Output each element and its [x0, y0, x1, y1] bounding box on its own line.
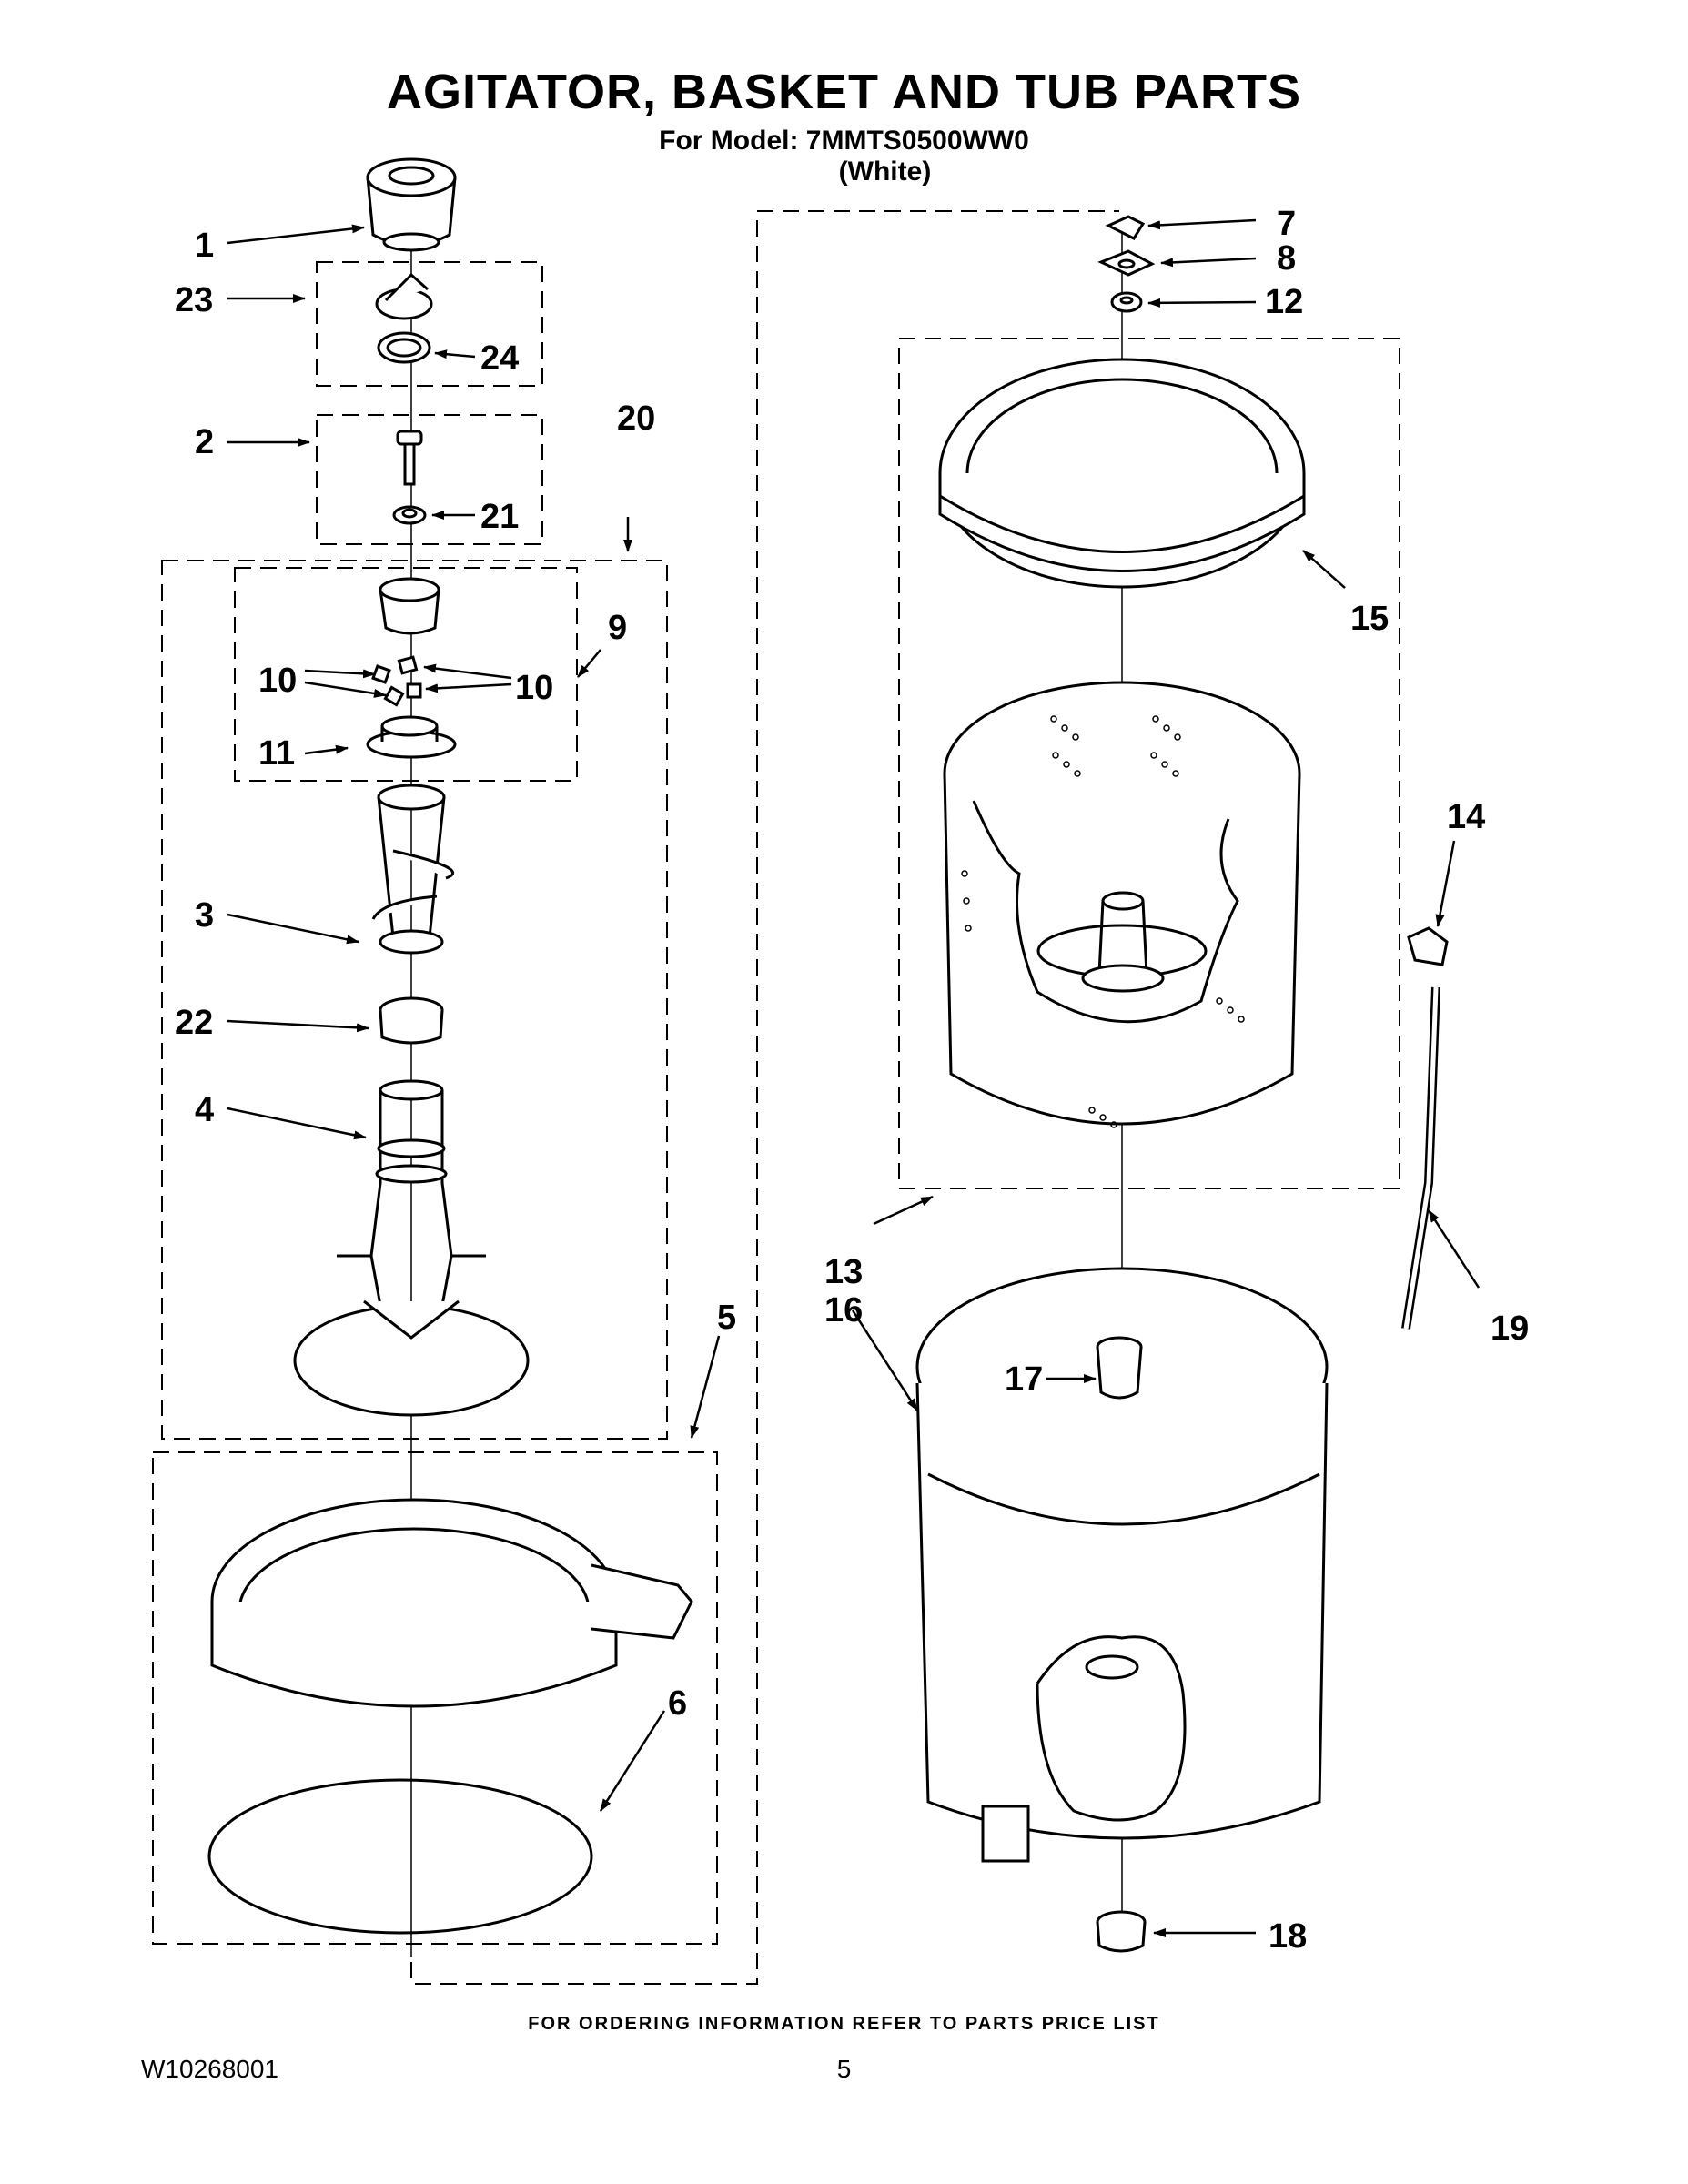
part-7-clip-icon: [1105, 215, 1146, 240]
color-line: (White): [838, 157, 932, 187]
group-box-20: [161, 560, 668, 1440]
model-line: For Model: 7MMTS0500WW0: [659, 126, 1029, 156]
callout-18: 18: [1269, 1917, 1307, 1956]
callout-23: 23: [175, 281, 213, 319]
callout-10-right: 10: [515, 669, 553, 707]
part-1-dispenser-icon: [366, 157, 457, 252]
part-18-seal-icon: [1096, 1910, 1147, 1953]
callout-21: 21: [480, 498, 519, 536]
part-9-cam-icon: [379, 577, 440, 635]
part-22-coupler-icon: [379, 996, 444, 1045]
callout-3: 3: [195, 896, 214, 935]
part-3-agitator-barrel-icon: [371, 784, 455, 955]
callout-5: 5: [717, 1299, 736, 1337]
group-box-23: [316, 261, 543, 387]
callout-20: 20: [617, 399, 655, 438]
part-2-bolt-icon: [396, 430, 423, 486]
callout-24: 24: [480, 339, 519, 378]
part-23-cap-icon: [375, 272, 433, 320]
callout-7: 7: [1277, 205, 1296, 243]
group-box-5: [152, 1451, 718, 1945]
callout-2: 2: [195, 423, 214, 461]
part-24-ring-icon: [377, 331, 431, 364]
page-number: 5: [836, 2055, 852, 2083]
diagram-title: AGITATOR, BASKET AND TUB PARTS: [387, 65, 1301, 119]
part-12-nut-icon: [1110, 291, 1143, 313]
part-6-tub-ring-icon: [207, 1498, 693, 1935]
part-11-retainer-icon: [366, 715, 457, 759]
callout-14: 14: [1447, 798, 1485, 836]
group-box-9: [234, 567, 578, 782]
callout-15: 15: [1350, 600, 1389, 638]
callout-8: 8: [1277, 239, 1296, 278]
callout-17: 17: [1005, 1360, 1043, 1399]
callout-9: 9: [608, 609, 627, 647]
part-8-gasket-icon: [1097, 249, 1156, 277]
callout-13: 13: [824, 1253, 863, 1291]
callout-12: 12: [1265, 283, 1303, 321]
callout-4: 4: [195, 1091, 214, 1129]
part-16-outer-tub-icon: [915, 1267, 1329, 1863]
part-14-bracket-icon: [1407, 926, 1449, 966]
callout-16: 16: [824, 1291, 863, 1330]
callout-1: 1: [195, 227, 214, 265]
callout-6: 6: [668, 1684, 687, 1723]
part-17-drive-block-icon: [1096, 1336, 1143, 1400]
document-code: W10268001: [141, 2055, 279, 2083]
callout-labels: 1 23 24 2 21 20 9 10 10 11 3 22 4 5 6 7 …: [175, 205, 1529, 1956]
ordering-info-note: FOR ORDERING INFORMATION REFER TO PARTS …: [528, 2014, 1160, 2034]
part-4-agitator-base-icon: [293, 1079, 530, 1417]
part-19-hose-icon: [1401, 986, 1440, 1330]
part-15-balance-ring-icon: [938, 358, 1306, 589]
part-13-basket-icon: [943, 681, 1301, 1126]
part-10-dog-icons: [371, 655, 422, 707]
assembly-connector-line: [410, 210, 1119, 1985]
basket-perforations-icon: [961, 715, 1245, 1128]
callout-19: 19: [1491, 1309, 1529, 1348]
group-box-13: [898, 338, 1400, 1189]
callout-11: 11: [258, 734, 295, 773]
callout-22: 22: [175, 1004, 213, 1042]
group-box-2: [316, 414, 543, 545]
part-21-washer-icon: [392, 505, 427, 525]
callout-10-left: 10: [258, 662, 297, 700]
